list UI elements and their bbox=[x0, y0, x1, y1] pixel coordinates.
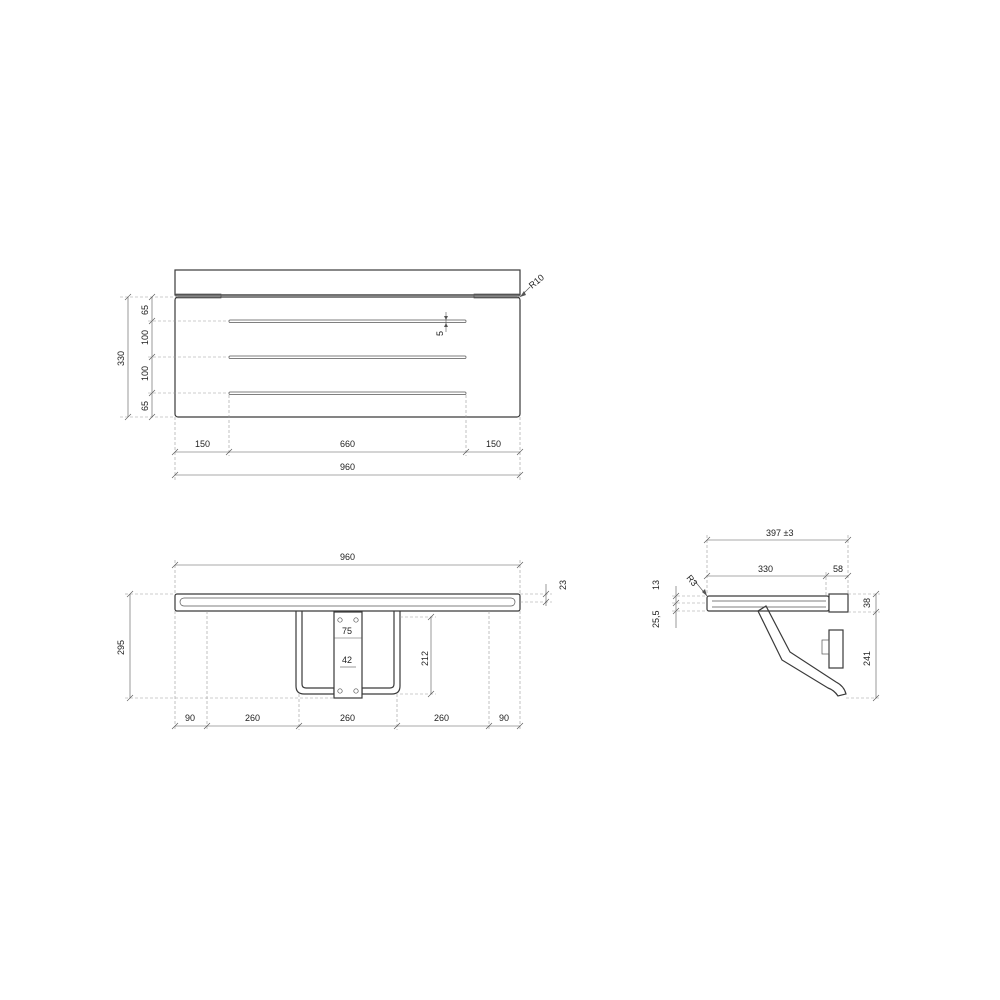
width-part-2-label: 660 bbox=[340, 439, 355, 449]
row-4-label: 65 bbox=[140, 401, 150, 411]
side-radius-label: R3 bbox=[684, 573, 699, 588]
side-seat-depth-label: 330 bbox=[758, 564, 773, 574]
front-part-4-label: 260 bbox=[434, 713, 449, 723]
back-rail bbox=[174, 269, 521, 296]
front-part-2-label: 260 bbox=[245, 713, 260, 723]
side-thickness-label: 13 bbox=[651, 580, 661, 590]
slot-2 bbox=[228, 355, 467, 359]
seat-edge bbox=[174, 593, 521, 612]
thickness-label: 23 bbox=[558, 580, 568, 590]
side-drop-label: 241 bbox=[862, 651, 872, 666]
hinge-tab-right bbox=[473, 293, 520, 299]
slot-1 bbox=[228, 319, 467, 323]
front-width-label: 960 bbox=[340, 552, 355, 562]
top-radius-label: R10 bbox=[527, 272, 546, 290]
overall-depth-label: 330 bbox=[116, 351, 126, 366]
slot-width-label: 5 bbox=[435, 331, 445, 336]
row-3-label: 100 bbox=[140, 366, 150, 381]
seat-board bbox=[174, 296, 521, 418]
tick-marks-top-bottom bbox=[171, 448, 524, 479]
bracket-leg-right bbox=[361, 611, 401, 695]
front-view: 75 42 960 23 295 212 bbox=[116, 552, 568, 730]
side-offset-label: 25,5 bbox=[651, 610, 661, 628]
side-block-height-label: 38 bbox=[862, 598, 872, 608]
bracket-inner-label: 212 bbox=[420, 651, 430, 666]
top-view: R10 5 330 65 100 100 65 bbox=[116, 269, 546, 480]
row-1-label: 65 bbox=[140, 305, 150, 315]
front-part-1-label: 90 bbox=[185, 713, 195, 723]
overall-width-label: 960 bbox=[340, 462, 355, 472]
side-wall-bracket bbox=[828, 629, 844, 669]
wall-plate bbox=[333, 611, 363, 699]
row-2-label: 100 bbox=[140, 330, 150, 345]
bracket-leg-left bbox=[295, 611, 335, 695]
tick-marks-top-left bbox=[124, 293, 156, 421]
side-wall-block bbox=[828, 593, 849, 613]
width-part-1-label: 150 bbox=[195, 439, 210, 449]
side-view: 397 ±3 330 58 R3 13 25,5 38 241 bbox=[651, 528, 880, 702]
slot-3 bbox=[228, 391, 467, 395]
plate-width-label: 75 bbox=[342, 626, 352, 636]
height-label: 295 bbox=[116, 640, 126, 655]
side-strut bbox=[757, 605, 847, 697]
hole-spacing-label: 42 bbox=[342, 655, 352, 665]
width-part-3-label: 150 bbox=[486, 439, 501, 449]
side-block-label: 58 bbox=[833, 564, 843, 574]
front-part-5-label: 90 bbox=[499, 713, 509, 723]
tick-marks-front-bottom bbox=[171, 722, 524, 730]
front-part-3-label: 260 bbox=[340, 713, 355, 723]
side-overall-depth-label: 397 ±3 bbox=[766, 528, 793, 538]
hinge-tab-left bbox=[175, 293, 222, 299]
